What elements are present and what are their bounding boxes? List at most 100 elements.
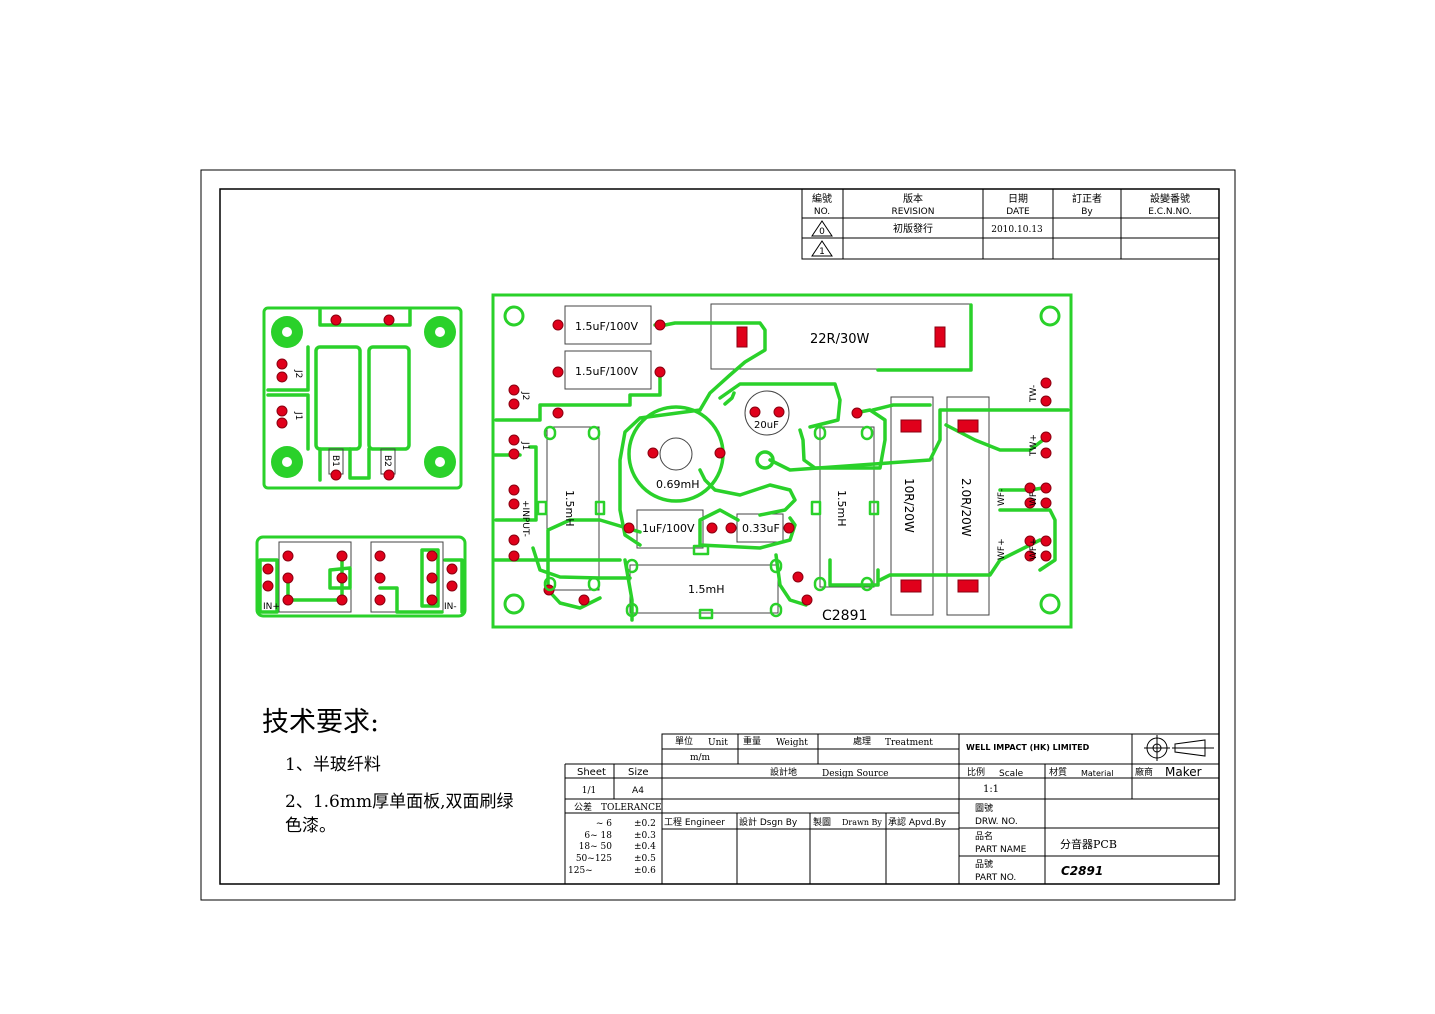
rev-header-date-en: DATE: [1006, 207, 1030, 217]
small-board-j1: J1: [293, 411, 303, 420]
inductor-label-left: 1.5mH: [563, 490, 576, 526]
maker-zh: 廠商: [1135, 766, 1153, 778]
tol-range-1: 6~ 18: [584, 831, 612, 841]
inductor-label-right: 1.5mH: [835, 490, 848, 526]
treatment-en: Treatment: [885, 738, 933, 748]
designer-label: 設計 Dsgn By: [739, 816, 798, 828]
treatment-zh: 處理: [853, 735, 871, 747]
strip-board: IN+ IN-: [255, 535, 467, 618]
tolerance-en: TOLERANCE: [601, 803, 662, 813]
resistor-2r-label: 2.0R/20W: [959, 478, 973, 537]
sheet-value: 1/1: [582, 786, 596, 796]
outer-frame: [200, 169, 1236, 901]
tol-range-4: 125~: [568, 866, 593, 876]
part-name-en: PART NAME: [975, 845, 1027, 855]
cap-label-2: 1.5uF/100V: [575, 365, 638, 378]
sheet-label: Sheet: [577, 767, 606, 778]
scale-zh: 比例: [967, 766, 985, 778]
small-board-j2: J2: [293, 369, 303, 378]
title-block: 單位 Unit m/m 重量 Weight 處理 Treatment WELL …: [564, 733, 1220, 884]
strip-label-in-minus: IN-: [444, 602, 457, 612]
scale-value: 1:1: [983, 784, 999, 795]
rev-header-revision-en: REVISION: [892, 207, 935, 217]
requirements-title: 技术要求:: [262, 707, 379, 738]
design-source-zh: 設計地: [770, 766, 797, 778]
rev-row0-revision: 初版發行: [893, 222, 933, 235]
rev-header-by-zh: 訂正者: [1072, 192, 1102, 205]
tol-range-3: 50~125: [576, 854, 612, 864]
rev-header-no-en: NO.: [814, 207, 830, 217]
drw-no-zh: 圖號: [975, 802, 993, 814]
port-wf-plus-1: WF+: [997, 538, 1007, 560]
requirement-item-1: 1、半玻纤料: [285, 755, 381, 775]
revision-triangle-icon: [811, 240, 833, 257]
tol-range-0: ~ 6: [596, 819, 612, 829]
port-wf-plus-2: WF+: [1029, 538, 1039, 560]
rev-header-date-zh: 日期: [1008, 193, 1028, 205]
unit-value: m/m: [690, 753, 711, 763]
part-name-zh: 品名: [975, 830, 993, 842]
rev-header-ecn-en: E.C.N.NO.: [1148, 207, 1192, 217]
technical-requirements: 技术要求: 1、半玻纤料 2、1.6mm厚单面板,双面刷绿 色漆。: [262, 707, 514, 836]
part-name-value: 分音器PCB: [1060, 837, 1117, 851]
inductor-label-bottom: 1.5mH: [688, 583, 724, 596]
port-j1: J1: [520, 441, 530, 450]
requirement-item-2: 2、1.6mm厚单面板,双面刷绿: [285, 792, 514, 812]
rev-header-revision-zh: 版本: [903, 192, 923, 205]
part-no-value: C2891: [1061, 864, 1103, 878]
tol-value-4: ±0.6: [634, 866, 656, 876]
small-board-b1: B1: [330, 455, 340, 467]
part-no-en: PART NO.: [975, 873, 1016, 883]
weight-zh: 重量: [743, 735, 761, 747]
tol-value-0: ±0.2: [634, 819, 656, 829]
rev-row0-date: 2010.10.13: [991, 225, 1043, 235]
cap-label-1: 1.5uF/100V: [575, 320, 638, 333]
port-j2: J2: [520, 391, 530, 400]
pcb-id-label: C2891: [822, 608, 867, 624]
cap-label-4: 0.33uF: [742, 522, 780, 535]
main-pcb: 1.5uF/100V 1.5uF/100V 22R/30W 1uF/100V 0…: [491, 293, 1073, 629]
part-no-zh: 品號: [975, 858, 993, 870]
inner-frame: [219, 188, 1220, 885]
material-zh: 材質: [1049, 766, 1067, 778]
resistor-22r-label: 22R/30W: [810, 332, 869, 347]
material-en: Material: [1081, 769, 1114, 778]
size-value: A4: [632, 786, 644, 796]
requirement-item-3: 色漆。: [285, 816, 336, 836]
drw-no-en: DRW. NO.: [975, 817, 1018, 827]
small-board: J2 J1 B1 B2: [262, 306, 463, 490]
port-tw-plus: TW+: [1029, 434, 1039, 457]
port-wf-minus-2: WF-: [1029, 489, 1039, 506]
port-input: +INPUT-: [520, 500, 530, 537]
revision-table: 編號 NO. 版本 REVISION 日期 DATE 訂正者 By 設變番號 E…: [801, 188, 1220, 260]
small-board-b2: B2: [382, 455, 392, 467]
port-wf-minus-1: WF-: [997, 489, 1007, 506]
cap-label-5: 20uF: [754, 420, 779, 431]
company-name: WELL IMPACT (HK) LIMITED: [966, 743, 1090, 752]
resistor-10r-label: 10R/20W: [902, 478, 916, 533]
scale-en: Scale: [999, 769, 1024, 779]
unit-en: Unit: [708, 738, 728, 748]
tol-value-1: ±0.3: [634, 831, 656, 841]
revision-triangle-icon: [811, 220, 833, 237]
unit-zh: 單位: [675, 735, 693, 747]
size-label: Size: [628, 767, 649, 778]
rev-header-by-en: By: [1081, 207, 1093, 217]
rev-header-ecn-zh: 設變番號: [1150, 192, 1190, 205]
drawn-by-en: Drawn By: [842, 818, 882, 827]
weight-en: Weight: [776, 738, 808, 748]
engineer-label: 工程 Engineer: [664, 817, 725, 828]
approved-label: 承認 Apvd.By: [888, 816, 947, 828]
rev-row1-no: 1: [819, 247, 825, 257]
strip-label-in-plus: IN+: [263, 602, 280, 612]
projection-symbol-icon: [1144, 735, 1214, 761]
port-tw-minus: TW-: [1029, 385, 1039, 403]
maker-en: Maker: [1165, 765, 1202, 779]
tolerance-zh: 公差: [574, 801, 592, 813]
rev-header-no-zh: 編號: [812, 192, 832, 205]
tol-range-2: 18~ 50: [579, 842, 613, 852]
tol-value-2: ±0.4: [634, 842, 656, 852]
tol-value-3: ±0.5: [634, 854, 656, 864]
inductor-label-069: 0.69mH: [656, 478, 699, 491]
